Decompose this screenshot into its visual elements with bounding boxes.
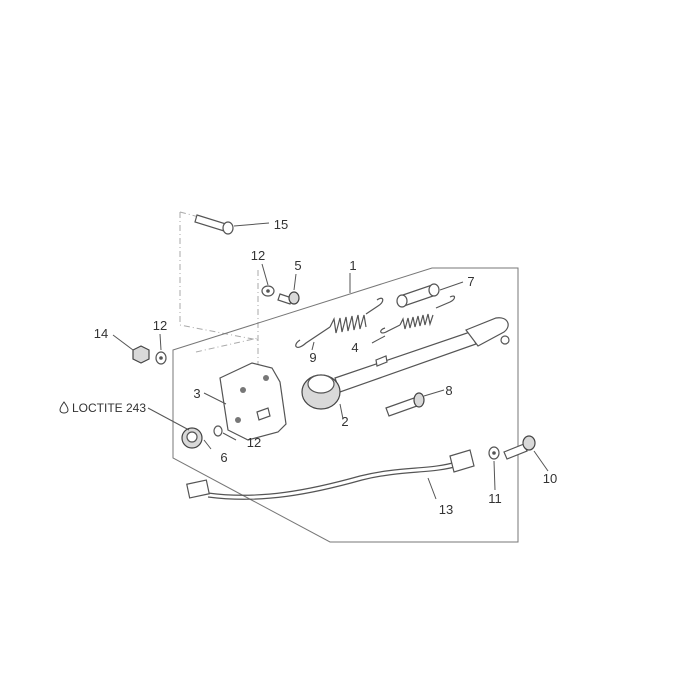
- callout-14: 14: [94, 326, 108, 341]
- mounting-bracket: [219, 362, 287, 441]
- stop-pad-and-washer: [181, 425, 223, 449]
- washer-top: [261, 285, 275, 297]
- callout-9: 9: [309, 350, 316, 365]
- callout-12-top: 12: [251, 248, 265, 263]
- spring-large: [295, 297, 384, 348]
- leader-lines: [112, 222, 549, 500]
- callout-13: 13: [439, 502, 453, 517]
- callout-5: 5: [294, 258, 301, 273]
- base-panel: [172, 267, 519, 543]
- callout-10: 10: [543, 471, 557, 486]
- callout-8: 8: [445, 383, 452, 398]
- pin: [396, 283, 440, 308]
- side-stand: [301, 317, 510, 410]
- callout-12-left: 12: [153, 318, 167, 333]
- nut-and-washer-left: [132, 345, 167, 365]
- loctite-note: LOCTITE 243: [59, 401, 146, 415]
- callout-12-bottom: 12: [247, 435, 261, 450]
- long-bolt: [194, 214, 234, 235]
- washer-and-bolt-right: [488, 435, 536, 460]
- callout-7: 7: [467, 274, 474, 289]
- spring-small: [380, 295, 456, 334]
- callout-1: 1: [349, 258, 356, 273]
- callout-11: 11: [488, 491, 502, 506]
- pivot-bolt: [385, 392, 425, 417]
- drop-icon: [59, 401, 69, 414]
- sidestand-switch: [186, 449, 475, 500]
- callout-6: 6: [220, 450, 227, 465]
- callout-labels: 1 2 3 4 5 6 7 8 9 10 11 12 12 12 13 14 1…: [94, 217, 557, 517]
- callout-15: 15: [274, 217, 288, 232]
- callout-3: 3: [193, 386, 200, 401]
- callout-4: 4: [351, 340, 358, 355]
- callout-2: 2: [341, 414, 348, 429]
- short-bolt: [277, 291, 300, 305]
- dashed-guides: [179, 211, 259, 392]
- loctite-label: LOCTITE 243: [72, 401, 146, 415]
